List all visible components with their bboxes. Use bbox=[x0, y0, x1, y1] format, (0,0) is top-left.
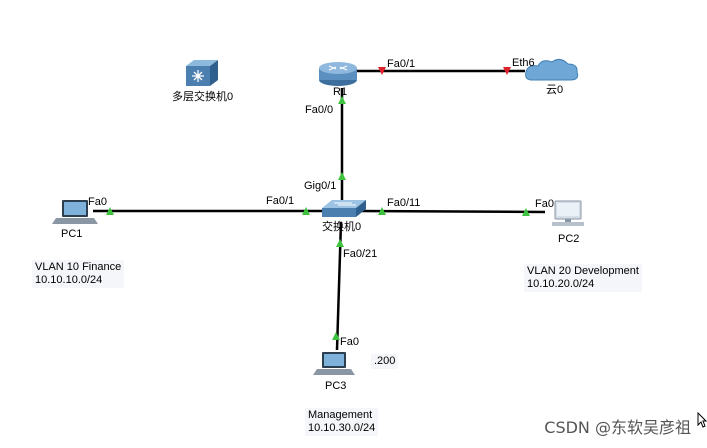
pc2-name-label: PC2 bbox=[558, 233, 580, 245]
link-status-markers bbox=[106, 67, 530, 340]
management-note-title: Management bbox=[308, 409, 373, 421]
router-icon[interactable] bbox=[319, 62, 357, 86]
status-down-marker bbox=[503, 67, 511, 75]
pc1-laptop-icon[interactable] bbox=[52, 200, 98, 224]
status-up-marker bbox=[106, 207, 114, 215]
cloud-name-label: 云0 bbox=[546, 84, 564, 96]
management-note[interactable]: Management 10.10.30.0/24 bbox=[305, 408, 379, 436]
port-label-r1-fa00: Fa0/0 bbox=[305, 104, 334, 116]
management-note-subnet: 10.10.30.0/24 bbox=[308, 422, 376, 434]
vlan20-note[interactable]: VLAN 20 Development 10.10.20.0/24 bbox=[524, 264, 642, 292]
status-up-marker bbox=[378, 207, 386, 215]
port-label-cloud-eth6: Eth6 bbox=[512, 57, 535, 69]
pc3-address-note[interactable]: .200 bbox=[371, 354, 399, 369]
switch-icon[interactable] bbox=[322, 200, 366, 217]
link-switch-pc2[interactable] bbox=[361, 209, 546, 214]
port-label-r1-fa01: Fa0/1 bbox=[387, 58, 416, 70]
vlan10-note-title: VLAN 10 Finance bbox=[35, 261, 122, 273]
port-label-sw-fa01: Fa0/1 bbox=[266, 195, 295, 207]
switch-name-label: 交换机0 bbox=[322, 221, 362, 233]
vlan10-note-subnet: 10.10.10.0/24 bbox=[35, 274, 103, 286]
vlan20-note-subnet: 10.10.20.0/24 bbox=[527, 278, 595, 290]
pc3-name-label: PC3 bbox=[325, 380, 347, 392]
port-label-pc2-fa0: Fa0 bbox=[535, 198, 554, 210]
cloud-icon[interactable] bbox=[525, 58, 579, 81]
watermark: CSDN @东软吴彦祖 bbox=[544, 418, 691, 437]
status-down-marker bbox=[378, 67, 386, 75]
router-name-label: R1 bbox=[333, 86, 348, 98]
port-label-sw-fa011: Fa0/11 bbox=[387, 197, 421, 209]
status-up-marker bbox=[522, 208, 530, 216]
status-up-marker bbox=[332, 332, 340, 340]
vlan20-note-title: VLAN 20 Development bbox=[527, 265, 639, 277]
port-label-pc1-fa0: Fa0 bbox=[88, 196, 107, 208]
mouse-cursor-icon bbox=[697, 412, 707, 428]
port-label-sw-gig01: Gig0/1 bbox=[304, 180, 337, 192]
pc3-laptop-icon[interactable] bbox=[313, 352, 355, 375]
status-up-marker bbox=[336, 239, 344, 247]
pc1-name-label: PC1 bbox=[61, 228, 83, 240]
vlan10-note[interactable]: VLAN 10 Finance 10.10.10.0/24 bbox=[32, 260, 125, 288]
pc2-desktop-icon[interactable] bbox=[552, 200, 584, 226]
ml-switch-name-label: 多层交换机0 bbox=[172, 91, 234, 103]
multilayer-switch-icon[interactable] bbox=[186, 60, 218, 86]
status-up-marker bbox=[338, 172, 346, 180]
status-up-marker bbox=[302, 207, 310, 215]
port-label-pc3-fa0: Fa0 bbox=[340, 336, 359, 348]
port-label-sw-fa021: Fa0/21 bbox=[343, 248, 378, 260]
status-up-marker bbox=[338, 96, 346, 104]
